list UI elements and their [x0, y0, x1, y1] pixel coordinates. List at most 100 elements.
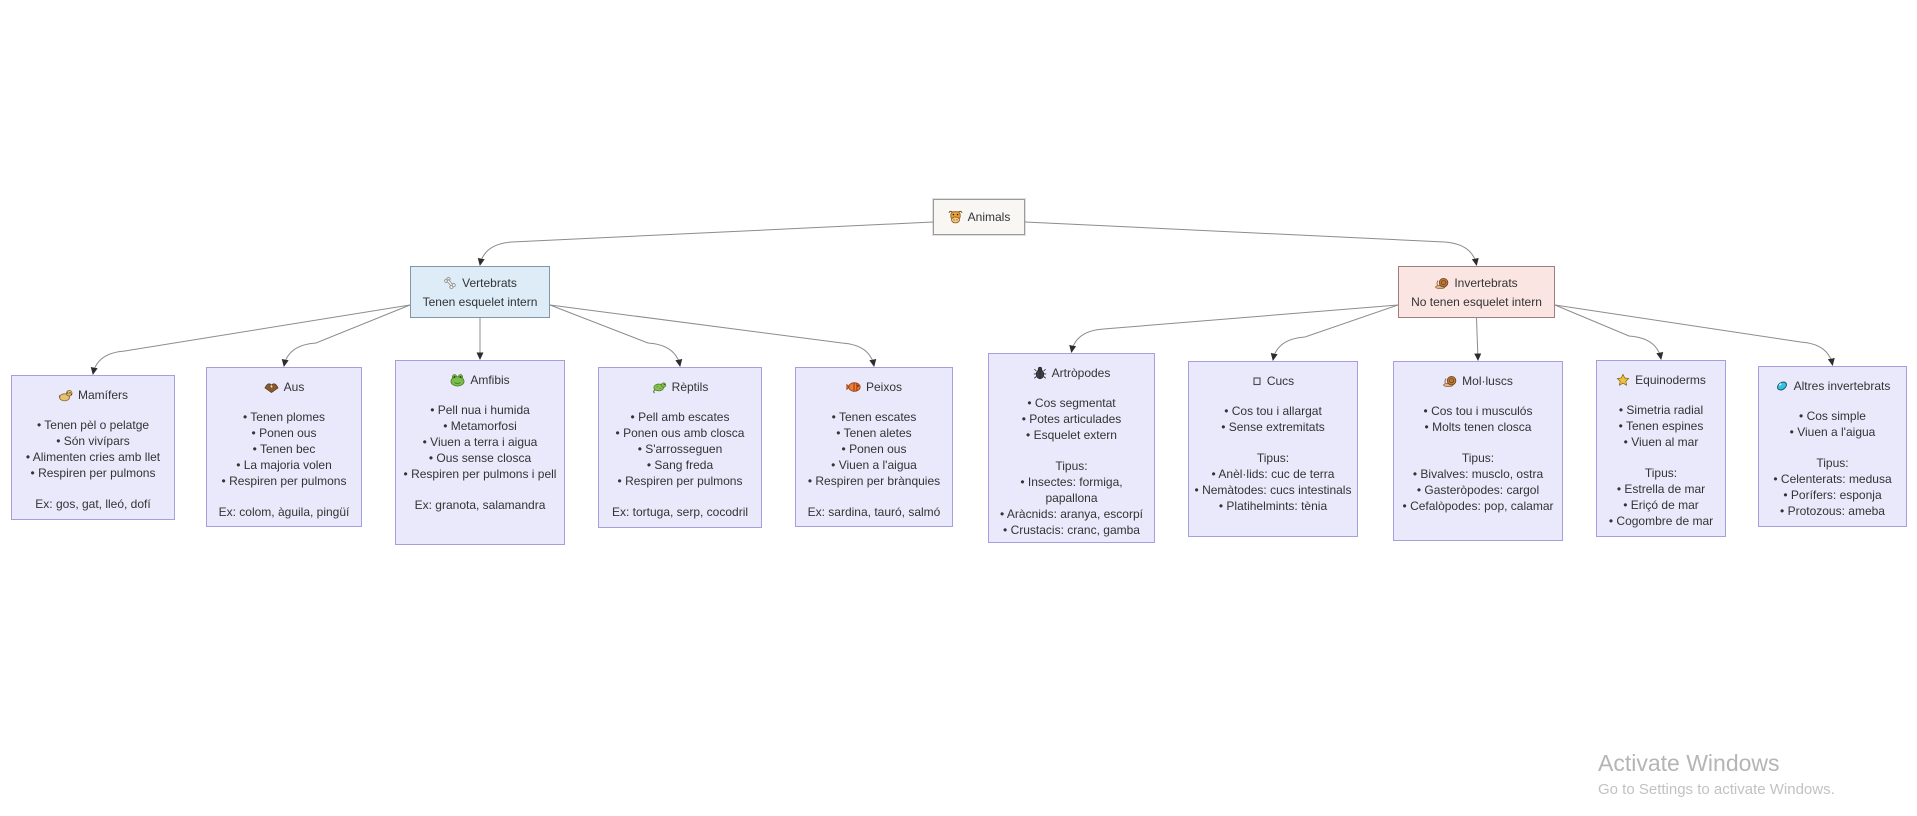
- tipus-item: Eriçó de mar: [1602, 497, 1720, 513]
- tipus-list: Celenterats: medusaPorífers: esponjaProt…: [1764, 471, 1901, 519]
- watermark-subtitle: Go to Settings to activate Windows.: [1598, 781, 1835, 798]
- bullet-item: Tenen escates: [801, 409, 947, 425]
- bullet-list: Pell nua i humidaMetamorfosiViuen a terr…: [401, 402, 559, 482]
- bullet-item: Viuen a l'aigua: [801, 457, 947, 473]
- tipus-label: Tipus:: [1816, 456, 1849, 470]
- bullet-item: Respiren per pulmons: [212, 473, 356, 489]
- example-line: Ex: gos, gat, lleó, dofí: [35, 497, 151, 511]
- bullet-item: La majoria volen: [212, 457, 356, 473]
- bullet-item: Tenen pèl o pelatge: [17, 417, 169, 433]
- node-title: Vertebrats: [462, 275, 517, 290]
- bullet-item: Cos tou i musculós: [1399, 403, 1557, 419]
- frog-icon: [450, 373, 465, 387]
- bullet-item: Són vivípars: [17, 433, 169, 449]
- edge-connector: [90, 304, 411, 375]
- bullet-item: Tenen bec: [212, 441, 356, 457]
- bullet-item: Cos tou i allargat: [1194, 403, 1352, 419]
- node-title: Artròpodes: [1051, 366, 1111, 380]
- bullet-list: Pell amb escatesPonen ous amb closcaS'ar…: [604, 409, 756, 489]
- bullet-item: Pell nua i humida: [401, 402, 559, 418]
- node-title: Mol·luscs: [1462, 374, 1513, 388]
- tipus-list: Estrella de marEriçó de marCogombre de m…: [1602, 481, 1720, 529]
- edge-connector: [1474, 317, 1482, 361]
- bullet-list: Cos tou i musculósMolts tenen closca: [1399, 403, 1557, 435]
- bullet-item: Viuen al mar: [1602, 434, 1720, 450]
- node-title: Amfibis: [470, 373, 510, 387]
- lizard-icon: [652, 380, 667, 394]
- example-line: Ex: tortuga, serp, cocodril: [611, 505, 749, 519]
- tipus-label: Tipus:: [1055, 459, 1088, 473]
- tipus-item: Aràcnids: aranya, escorpí: [994, 506, 1149, 522]
- snail-icon: [1435, 276, 1449, 290]
- bullet-item: Ponen ous: [212, 425, 356, 441]
- edge-connector: [1554, 304, 1835, 366]
- node-title: Invertebrats: [1454, 275, 1518, 290]
- bullet-item: Viuen a terra i aigua: [401, 434, 559, 450]
- example-line: Ex: sardina, tauró, salmó: [807, 505, 941, 519]
- snail-icon: [1443, 374, 1457, 388]
- star-icon: [1616, 373, 1630, 387]
- node-subtitle: Tenen esquelet intern: [422, 294, 538, 309]
- edge-connector: [1270, 304, 1399, 361]
- bullet-item: Ponen ous: [801, 441, 947, 457]
- tipus-item: Porífers: esponja: [1764, 487, 1901, 503]
- bullet-item: Sense extremitats: [1194, 419, 1352, 435]
- node-peixos: Peixos Tenen escatesTenen aletesPonen ou…: [795, 367, 953, 527]
- bullet-item: Ponen ous amb closca: [604, 425, 756, 441]
- node-title: Aus: [283, 380, 305, 394]
- tipus-item: Crustacis: cranc, gamba: [994, 522, 1149, 538]
- bullet-item: Tenen espines: [1602, 418, 1720, 434]
- tipus-item: Celenterats: medusa: [1764, 471, 1901, 487]
- tipus-item: Cefalòpodes: pop, calamar: [1399, 498, 1557, 514]
- node-title: Cucs: [1266, 374, 1295, 388]
- bullet-item: Cos segmentat: [994, 395, 1149, 411]
- edge-connector: [477, 221, 934, 266]
- bullet-list: Cos tou i allargatSense extremitats: [1194, 403, 1352, 435]
- bullet-list: Tenen escatesTenen aletesPonen ousViuen …: [801, 409, 947, 489]
- tipus-item: Cogombre de mar: [1602, 513, 1720, 529]
- tipus-item: Estrella de mar: [1602, 481, 1720, 497]
- tipus-item: Gasteròpodes: cargol: [1399, 482, 1557, 498]
- node-reptils: Rèptils Pell amb escatesPonen ous amb cl…: [598, 367, 762, 528]
- bullet-list: Cos segmentatPotes articuladesEsquelet e…: [994, 395, 1149, 443]
- bullet-item: Respiren per pulmons: [17, 465, 169, 481]
- beetle-icon: [1033, 366, 1047, 380]
- tipus-label: Tipus:: [1256, 451, 1290, 465]
- tipus-item: Insectes: formiga, papallona: [994, 474, 1149, 506]
- bullet-item: Metamorfosi: [401, 418, 559, 434]
- bullet-list: Tenen pèl o pelatgeSón vivíparsAlimenten…: [17, 417, 169, 481]
- node-title: Peixos: [865, 380, 903, 394]
- tipus-list: Bivalves: musclo, ostraGasteròpodes: car…: [1399, 466, 1557, 514]
- windows-activation-watermark: Activate Windows Go to Settings to activ…: [1598, 749, 1835, 799]
- bullet-item: Alimenten cries amb llet: [17, 449, 169, 465]
- bullet-item: Pell amb escates: [604, 409, 756, 425]
- bullet-item: Potes articulades: [994, 411, 1149, 427]
- tipus-item: Bivalves: musclo, ostra: [1399, 466, 1557, 482]
- bullet-item: Tenen plomes: [212, 409, 356, 425]
- node-artropodes: Artròpodes Cos segmentatPotes articulade…: [988, 353, 1155, 543]
- tipus-list: Anèl·lids: cuc de terraNemàtodes: cucs i…: [1194, 466, 1352, 514]
- bullet-item: Respiren per pulmons i pell: [401, 466, 559, 482]
- bullet-item: Respiren per pulmons: [604, 473, 756, 489]
- eagle-icon: [264, 380, 279, 394]
- bullet-list: Tenen plomesPonen ousTenen becLa majoria…: [212, 409, 356, 489]
- dog-icon: [58, 388, 73, 402]
- edge-connector: [1554, 304, 1664, 360]
- edge-connector: [549, 304, 877, 367]
- node-vertebrats: Vertebrats Tenen esquelet intern: [410, 266, 550, 318]
- node-title: Rèptils: [671, 380, 709, 394]
- bullet-item: Molts tenen closca: [1399, 419, 1557, 435]
- node-cucs: Cucs Cos tou i allargatSense extremitats…: [1188, 361, 1358, 537]
- node-subtitle: No tenen esquelet intern: [1411, 294, 1542, 309]
- tipus-item: Platihelmints: tènia: [1194, 498, 1352, 514]
- node-mamifers: Mamífers Tenen pèl o pelatgeSón vivípars…: [11, 375, 175, 520]
- bullet-item: Ous sense closca: [401, 450, 559, 466]
- node-aus: Aus Tenen plomesPonen ousTenen becLa maj…: [206, 367, 362, 527]
- example-line: Ex: granota, salamandra: [414, 498, 546, 512]
- tipus-item: Protozous: ameba: [1764, 503, 1901, 519]
- watermark-title: Activate Windows: [1598, 750, 1780, 776]
- edge-connector: [281, 304, 411, 367]
- bullet-item: Tenen aletes: [801, 425, 947, 441]
- blob-icon: [1775, 379, 1789, 393]
